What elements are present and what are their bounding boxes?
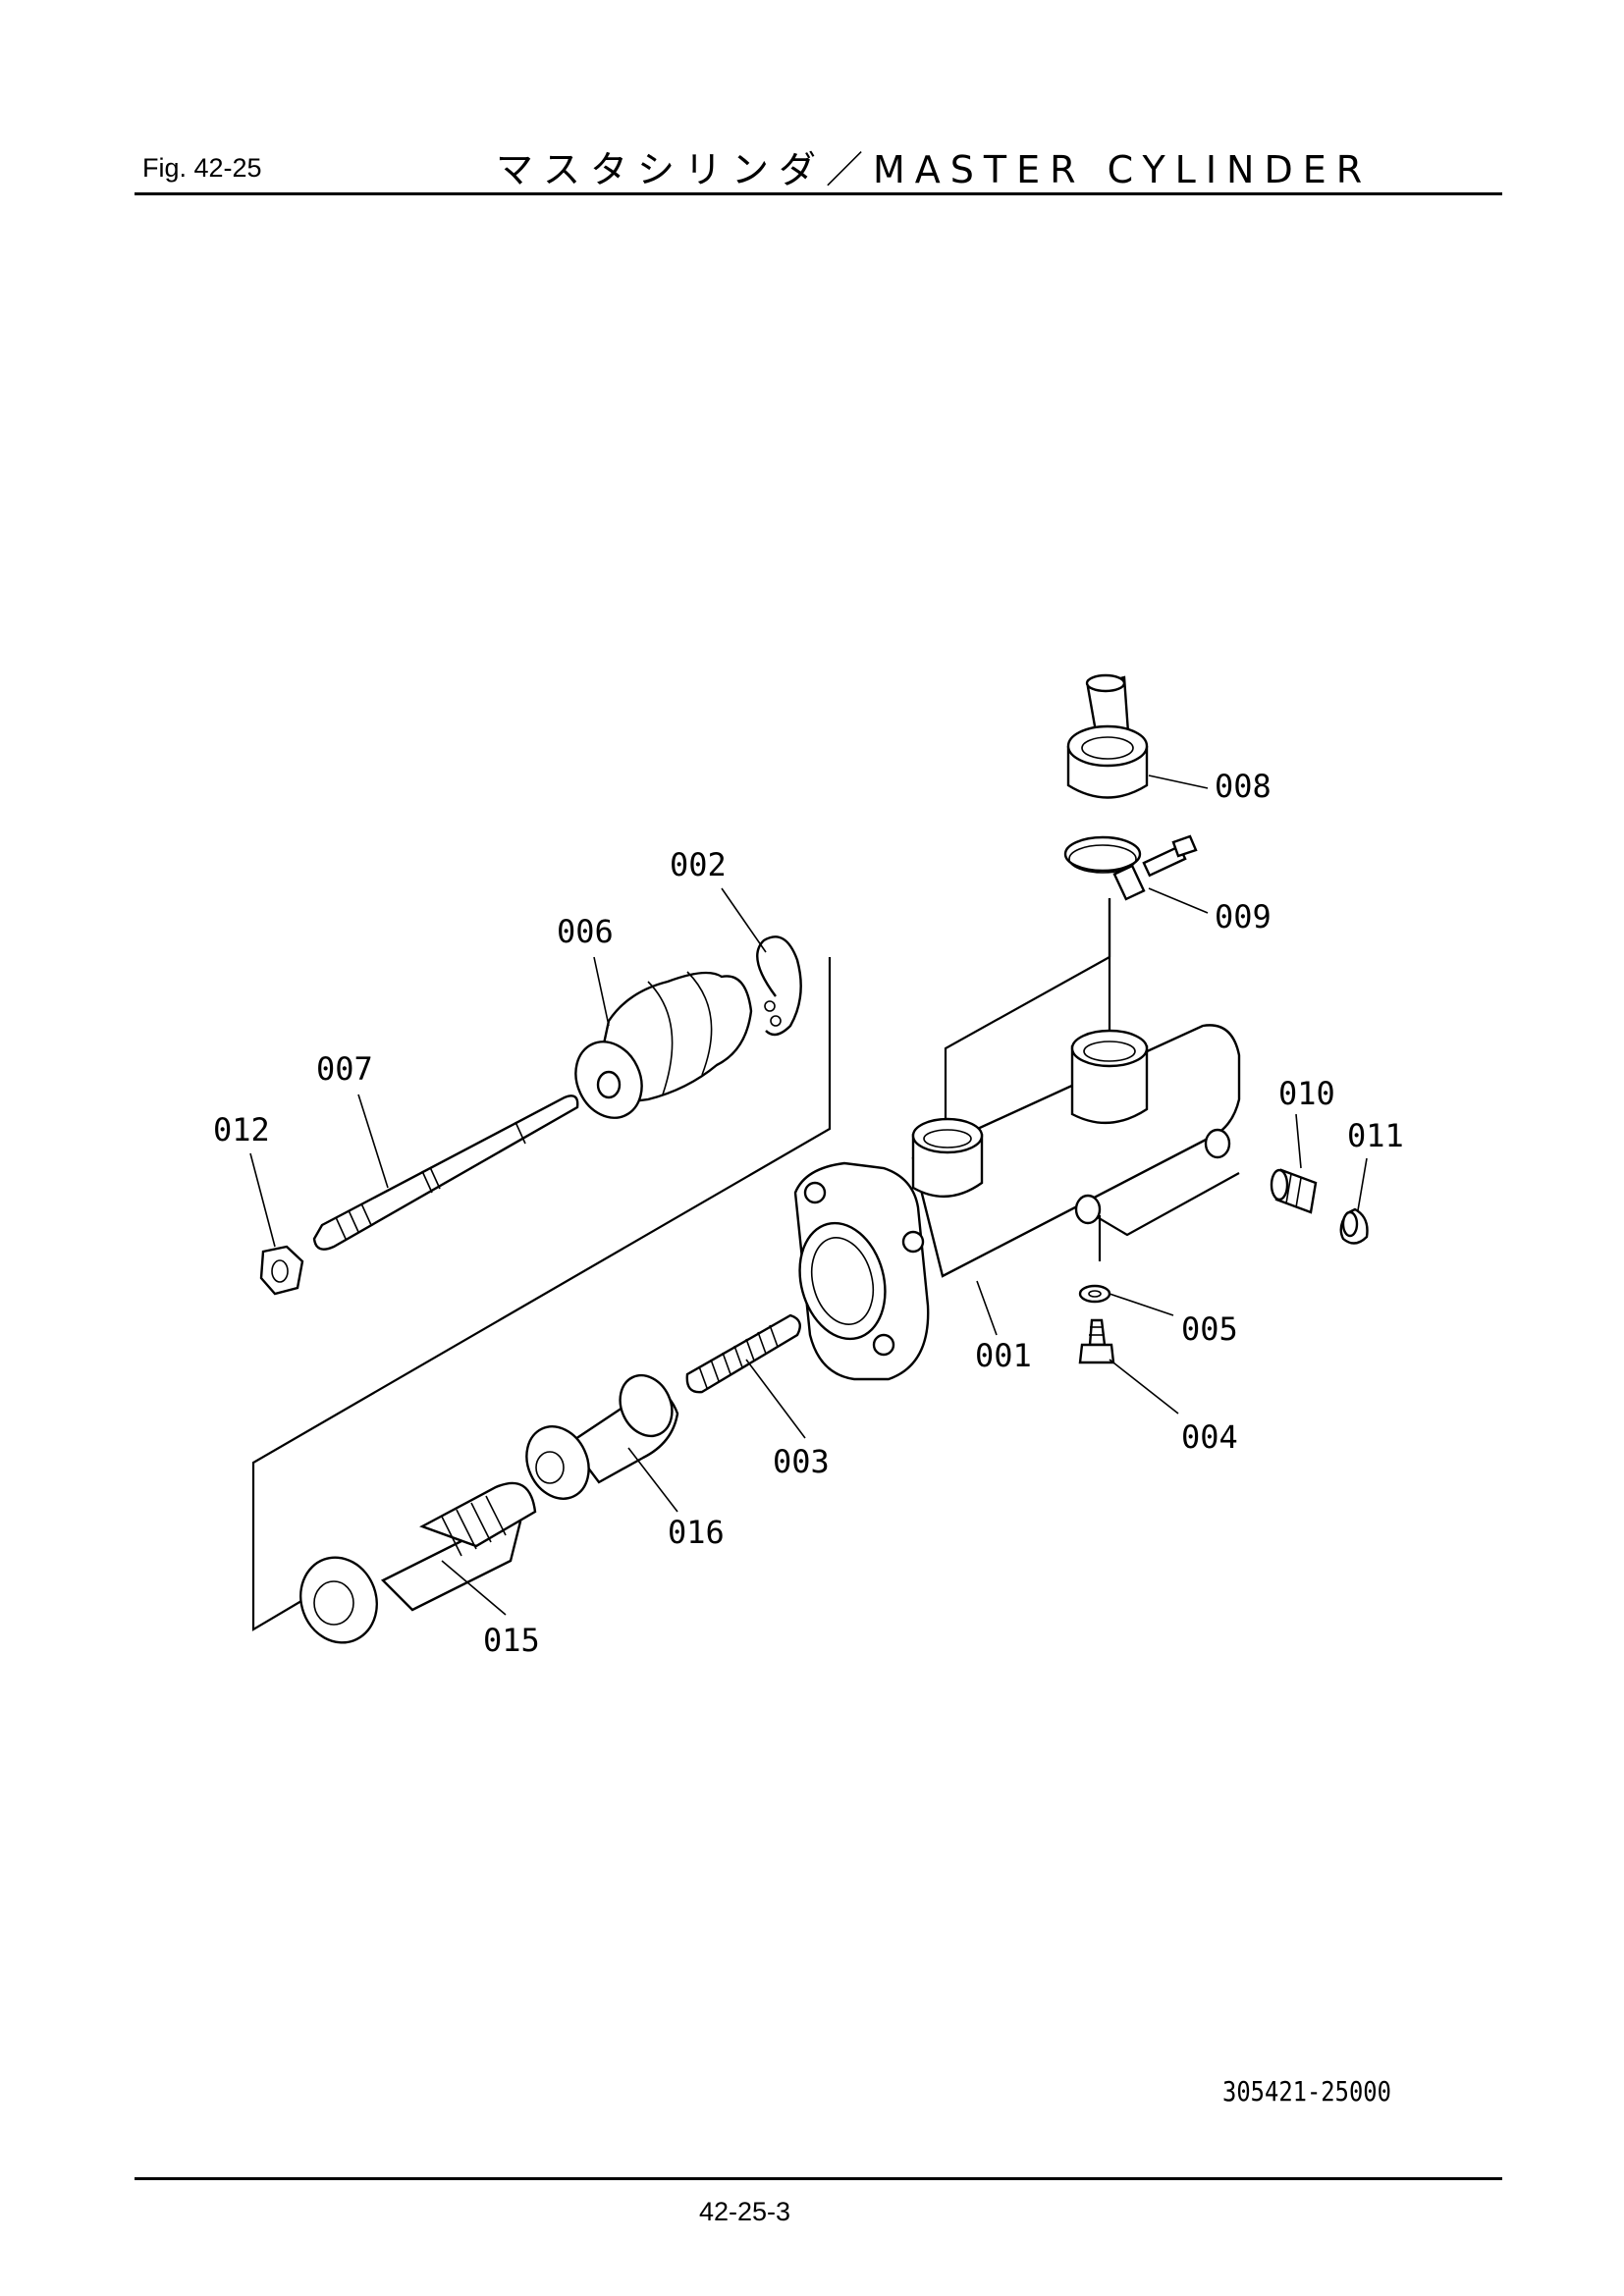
part-016-piston [525,1373,679,1500]
part-001-cylinder-body [793,1024,1241,1381]
part-011-cap [1339,1207,1369,1245]
page-number: 42-25-3 [699,2197,791,2226]
callout-012: 012 [213,1111,270,1148]
callout-labels: 008 002 009 006 007 010 012 011 005 001 … [213,768,1404,1659]
part-002-snap-ring [756,935,802,1037]
callout-001: 001 [975,1337,1032,1374]
part-015-secondary-piston [299,1481,537,1644]
callout-008: 008 [1215,768,1272,805]
page-title: マスタシリンダ／MASTER CYLINDER [496,148,1373,191]
part-009-hose-clamp [1063,834,1198,901]
header-divider [135,192,1502,195]
callout-003: 003 [773,1443,830,1480]
callout-005: 005 [1181,1310,1238,1348]
part-010-fitting [1270,1168,1318,1214]
callout-006: 006 [557,913,614,950]
part-003-spring [685,1313,801,1394]
leader-lines [249,774,1368,1616]
callout-016: 016 [668,1514,725,1551]
callout-011: 011 [1347,1117,1404,1154]
figure-number: Fig. 42-25 [142,153,262,183]
callout-002: 002 [670,846,727,883]
callout-007: 007 [316,1050,373,1088]
footer-divider [135,2177,1502,2180]
callout-015: 015 [483,1622,540,1659]
part-012-nut [259,1245,304,1296]
part-004-bleeder-screw [1078,1318,1115,1364]
part-007-push-rod [312,1095,579,1251]
part-005-washer [1078,1284,1111,1304]
callout-004: 004 [1181,1418,1238,1456]
part-006-dust-boot [574,971,753,1119]
part-008-reservoir-cap [1066,673,1149,799]
drawing-number: 305421-25000 [1222,2075,1391,2108]
callout-009: 009 [1215,898,1272,935]
callout-010: 010 [1278,1075,1335,1112]
